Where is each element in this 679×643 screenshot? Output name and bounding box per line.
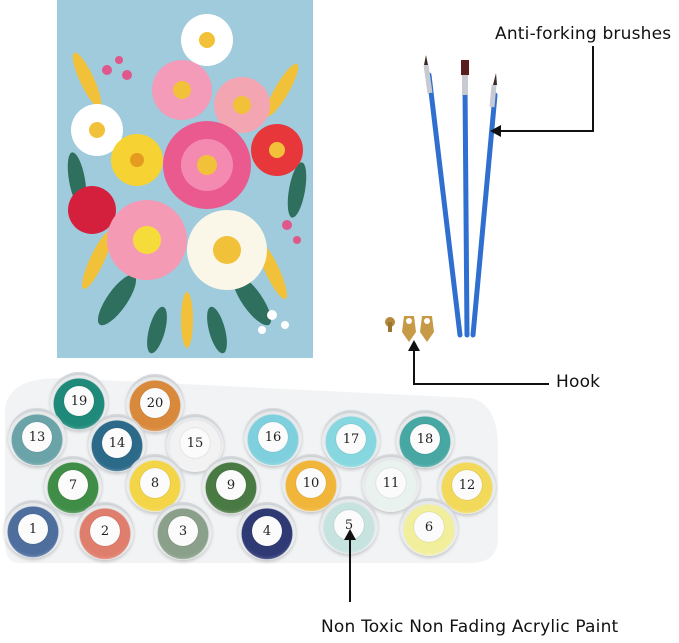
hook-callout-line — [413, 350, 415, 384]
paint-callout-line — [349, 540, 351, 602]
paint-brushes-image — [423, 55, 498, 338]
paint-pot-number: 1 — [18, 514, 48, 544]
paint-pot: 12 — [438, 456, 496, 514]
paint-callout-label: Non Toxic Non Fading Acrylic Paint — [321, 617, 619, 637]
paint-pot-number: 11 — [376, 468, 406, 498]
paint-pot-number: 14 — [102, 428, 132, 458]
paint-pot: 17 — [322, 410, 380, 468]
paint-pot-number: 9 — [216, 470, 246, 500]
paint-pot-number: 8 — [140, 468, 170, 498]
paint-pot-number: 13 — [22, 422, 52, 452]
brushes-callout-line — [592, 46, 594, 131]
paint-pot-number: 17 — [336, 424, 366, 454]
paint-pot-number: 3 — [168, 516, 198, 546]
paint-pot-number: 2 — [90, 516, 120, 546]
paint-pot: 16 — [244, 408, 302, 466]
paint-pot: 19 — [50, 372, 108, 430]
brushes-callout-line — [500, 130, 594, 132]
paint-pot: 11 — [362, 454, 420, 512]
arrow-icon — [490, 125, 501, 137]
hook-callout-line — [413, 383, 549, 385]
paint-pot: 14 — [88, 414, 146, 472]
floral-painting-image — [57, 0, 313, 358]
paint-pot: 3 — [154, 502, 212, 560]
paint-pot-number: 12 — [452, 470, 482, 500]
paint-pot: 9 — [202, 456, 260, 514]
paint-pot-number: 19 — [64, 386, 94, 416]
paint-pot-number: 10 — [296, 468, 326, 498]
hook-callout-label: Hook — [556, 372, 601, 392]
paint-pot-number: 16 — [258, 422, 288, 452]
paint-pot: 4 — [238, 502, 296, 560]
paint-pot-number: 20 — [140, 388, 170, 418]
brushes-callout-label: Anti-forking brushes — [495, 24, 672, 44]
paint-pot: 1 — [4, 500, 62, 558]
paint-pot: 7 — [44, 456, 102, 514]
hanging-hooks-image — [385, 316, 434, 342]
paint-pot-number: 7 — [58, 470, 88, 500]
paint-pot: 13 — [8, 408, 66, 466]
paint-pot-number: 15 — [180, 428, 210, 458]
paint-pot: 2 — [76, 502, 134, 560]
paint-pot-number: 4 — [252, 516, 282, 546]
paint-pot-number: 6 — [414, 512, 444, 542]
paint-pot: 6 — [400, 498, 458, 556]
paint-pot-number: 18 — [410, 424, 440, 454]
arrow-icon — [344, 529, 356, 540]
arrow-icon — [408, 340, 420, 351]
